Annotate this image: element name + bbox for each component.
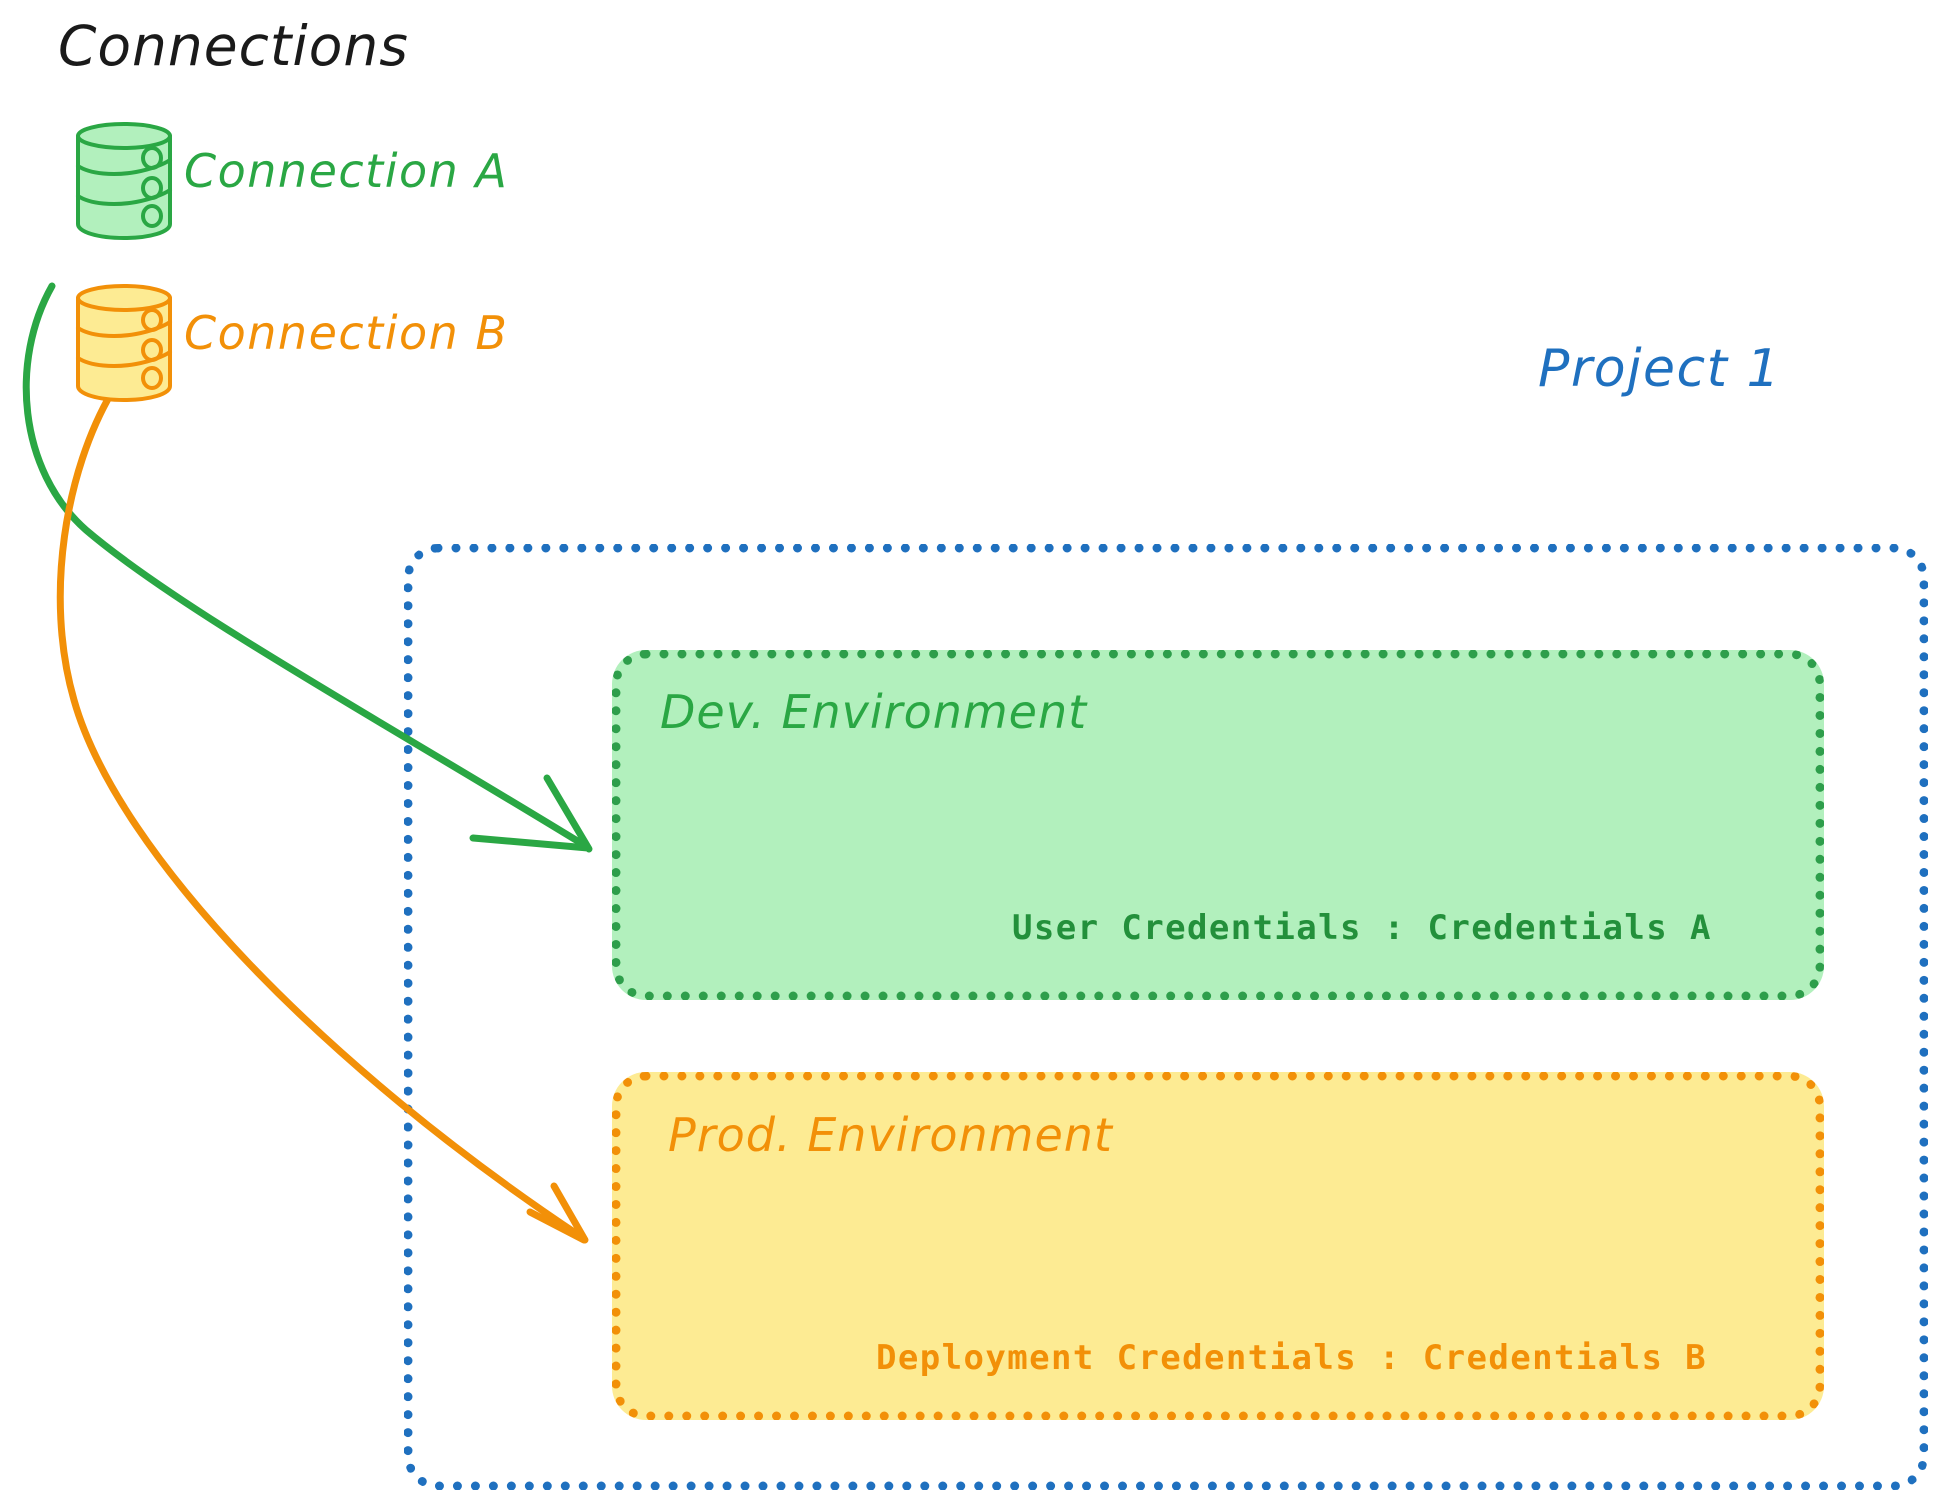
dev-environment-title: Dev. Environment bbox=[660, 685, 1088, 739]
prod-environment-title: Prod. Environment bbox=[668, 1108, 1113, 1162]
dev-environment-box[interactable] bbox=[612, 650, 1824, 1000]
arrow-connection-b-to-prod bbox=[56, 388, 589, 1244]
dev-environment-credentials: User Credentials : Credentials A bbox=[1012, 908, 1712, 948]
project-container-box bbox=[404, 544, 1928, 1490]
database-cylinder-icon-b[interactable] bbox=[66, 278, 186, 408]
connection-b-label[interactable]: Connection B bbox=[184, 306, 509, 360]
connections-heading: Connections bbox=[58, 14, 409, 78]
arrow-connection-a-to-dev bbox=[22, 282, 593, 853]
database-cylinder-icon-a[interactable] bbox=[66, 116, 186, 246]
connection-a-label[interactable]: Connection A bbox=[184, 144, 509, 198]
prod-environment-credentials: Deployment Credentials : Credentials B bbox=[876, 1338, 1708, 1378]
prod-environment-box[interactable] bbox=[612, 1072, 1824, 1420]
project-title: Project 1 bbox=[1538, 339, 1782, 399]
